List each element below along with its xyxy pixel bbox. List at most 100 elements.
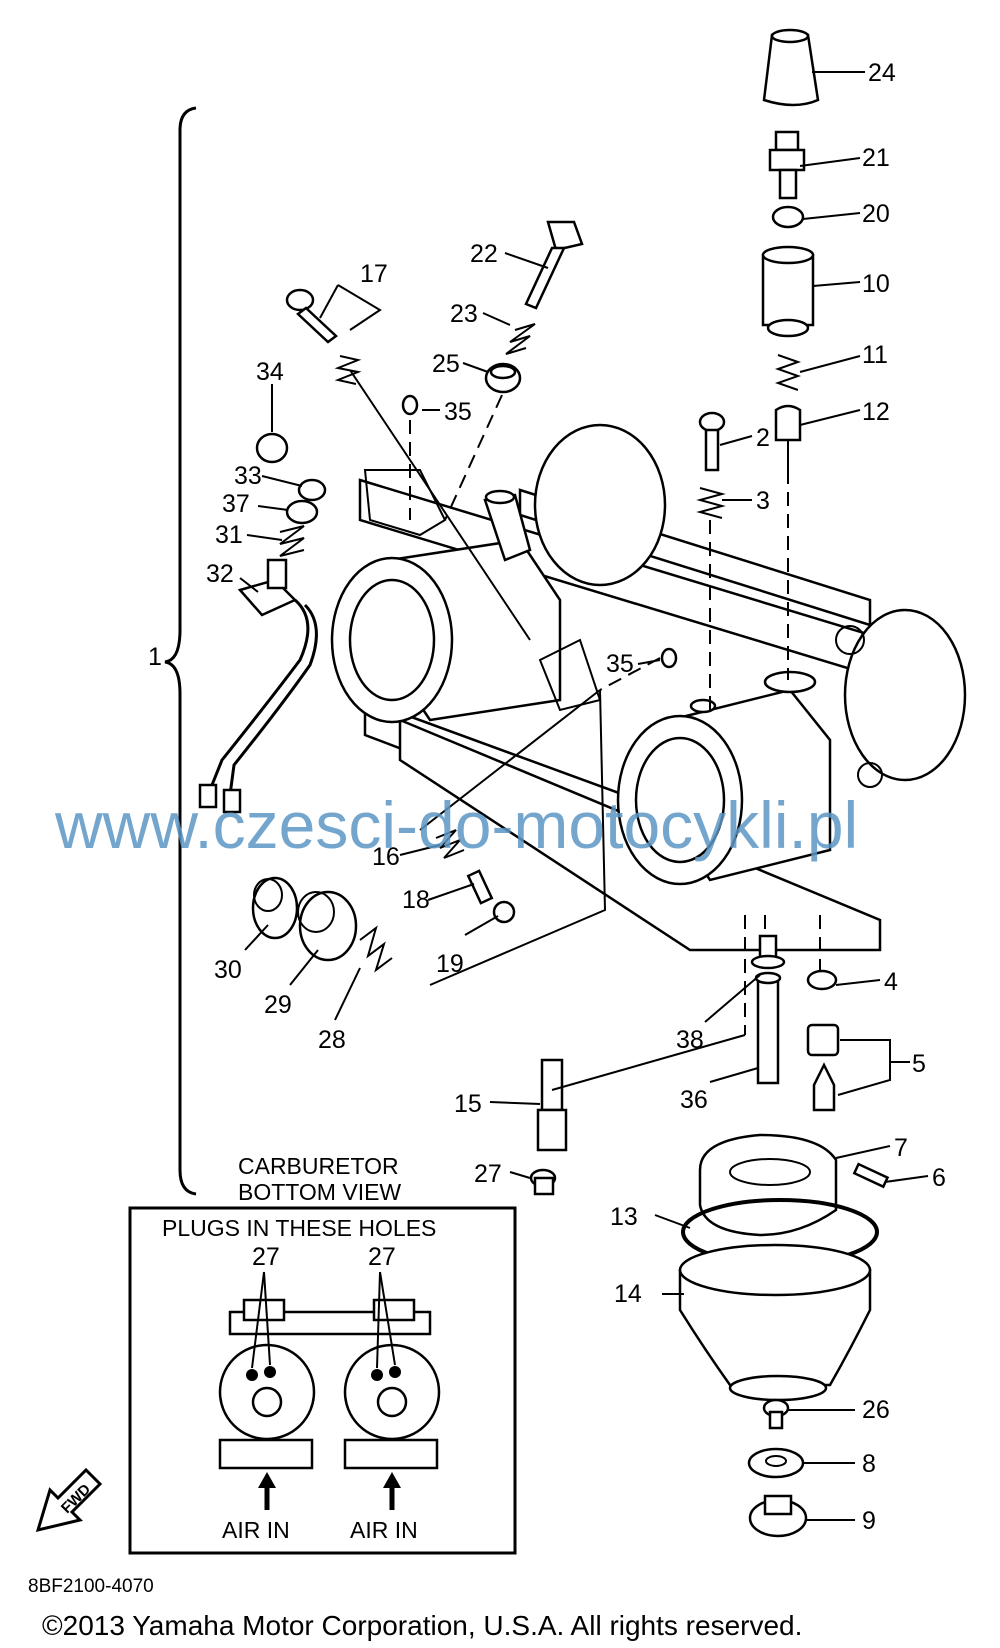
spring-31 — [279, 525, 305, 557]
spring-23 — [505, 323, 536, 355]
callout-13: 13 — [610, 1203, 638, 1231]
pin-18 — [466, 869, 494, 905]
needle-jet-36 — [754, 971, 782, 1085]
float-valve-5 — [806, 1023, 840, 1112]
float-bowl-14 — [678, 1243, 872, 1402]
callout-numbers: 24 21 20 22 17 10 23 11 25 34 35 12 2 33… — [148, 59, 946, 1535]
spring-11 — [774, 354, 802, 391]
callout-2: 2 — [756, 424, 770, 452]
screw-2 — [698, 411, 726, 472]
callout-6: 6 — [932, 1164, 946, 1192]
callout-8: 8 — [862, 1450, 876, 1478]
float-pin-6 — [852, 1162, 890, 1189]
callout-9: 9 — [862, 1507, 876, 1535]
callout-26: 26 — [862, 1396, 890, 1424]
callout-11: 11 — [862, 341, 888, 369]
vent-hose — [208, 598, 310, 791]
callout-21: 21 — [862, 144, 890, 172]
callout-29: 29 — [264, 991, 292, 1019]
spring-16 — [435, 829, 465, 859]
plug-hole-right-1 — [371, 1369, 383, 1381]
cap-34 — [255, 432, 289, 464]
watermark: www.czesci-do-motocykli.pl — [54, 788, 858, 862]
air-in-label-left: AIR IN — [222, 1517, 290, 1543]
throttle-stop-screw-17 — [285, 288, 338, 344]
plug-hole-left-2 — [264, 1366, 276, 1378]
callout-4: 4 — [884, 968, 898, 996]
float-7 — [698, 1133, 838, 1237]
callout-27: 27 — [474, 1160, 502, 1188]
callout-3: 3 — [756, 487, 770, 515]
callout-38: 38 — [676, 1026, 704, 1054]
callout-35b: 35 — [606, 650, 634, 678]
air-in-arrow-left — [258, 1472, 276, 1510]
cap-25 — [484, 362, 522, 394]
carburetor-body — [330, 423, 967, 952]
inset-title-line2: BOTTOM VIEW — [238, 1179, 401, 1205]
inset-title-line1: CARBURETOR — [238, 1153, 399, 1179]
inset-plug-label-left: 27 — [252, 1243, 280, 1271]
air-in-label-right: AIR IN — [350, 1517, 418, 1543]
spring-17 — [334, 355, 362, 385]
callout-18: 18 — [402, 886, 430, 914]
nut-37 — [285, 499, 319, 525]
clip-35 — [401, 394, 419, 416]
hose-end-right — [222, 788, 242, 814]
plug-hole-left-1 — [246, 1369, 258, 1381]
washer-8 — [747, 1447, 805, 1479]
starter-nut-10 — [761, 245, 815, 338]
pilot-screw-22 — [524, 220, 584, 310]
callout-24: 24 — [868, 59, 896, 87]
inset-box-title: PLUGS IN THESE HOLES — [162, 1215, 436, 1241]
diagram-code: 8BF2100-4070 — [28, 1576, 154, 1597]
nut-20 — [771, 205, 805, 229]
callout-28: 28 — [318, 1026, 346, 1054]
starter-plunger-21 — [768, 130, 806, 200]
air-in-arrow-right — [383, 1472, 401, 1510]
plug-hole-right-2 — [389, 1366, 401, 1378]
callout-31: 31 — [215, 521, 243, 549]
alignment-lines — [349, 369, 821, 1091]
callout-36: 36 — [680, 1086, 708, 1114]
washer-4 — [806, 969, 838, 991]
fwd-arrow-icon: FWD — [35, 1467, 103, 1533]
callout-5: 5 — [912, 1050, 926, 1078]
spring-28 — [359, 925, 393, 973]
assembly-bracket — [164, 106, 197, 1196]
inset-box — [128, 1206, 517, 1555]
callout-7: 7 — [894, 1134, 908, 1162]
clip-35-right — [660, 647, 678, 669]
callout-34: 34 — [256, 358, 284, 386]
plunger-12 — [774, 404, 802, 470]
screw-26 — [762, 1398, 790, 1430]
callout-17: 17 — [360, 260, 388, 288]
clip-19 — [492, 900, 516, 924]
collar-30 — [251, 876, 299, 940]
callout-23: 23 — [450, 300, 478, 328]
jet-38 — [750, 934, 786, 970]
inset-plug-label-right: 27 — [368, 1243, 396, 1271]
callout-22: 22 — [470, 240, 498, 268]
callout-20: 20 — [862, 200, 890, 228]
callout-14: 14 — [614, 1280, 642, 1308]
leader-lines — [239, 71, 929, 1521]
drain-plug-9 — [748, 1494, 808, 1538]
vent-hose-2 — [228, 603, 318, 796]
callout-1: 1 — [148, 643, 162, 671]
callout-32: 32 — [206, 560, 234, 588]
callout-30: 30 — [214, 956, 242, 984]
spring-3 — [696, 487, 726, 519]
bottom-view-inset: CARBURETOR BOTTOM VIEW PLUGS IN THESE HO… — [128, 1153, 517, 1555]
fitting-32 — [237, 558, 298, 617]
callout-37: 37 — [222, 490, 250, 518]
callout-33: 33 — [234, 462, 262, 490]
callout-10: 10 — [862, 270, 890, 298]
washer-33 — [297, 478, 327, 502]
callout-12: 12 — [862, 398, 890, 426]
callout-19: 19 — [436, 950, 464, 978]
hose-end-left — [198, 783, 218, 809]
collar-29 — [297, 890, 358, 962]
copyright: ©2013 Yamaha Motor Corporation, U.S.A. A… — [42, 1610, 802, 1641]
pilot-jet-15 — [536, 1058, 568, 1152]
